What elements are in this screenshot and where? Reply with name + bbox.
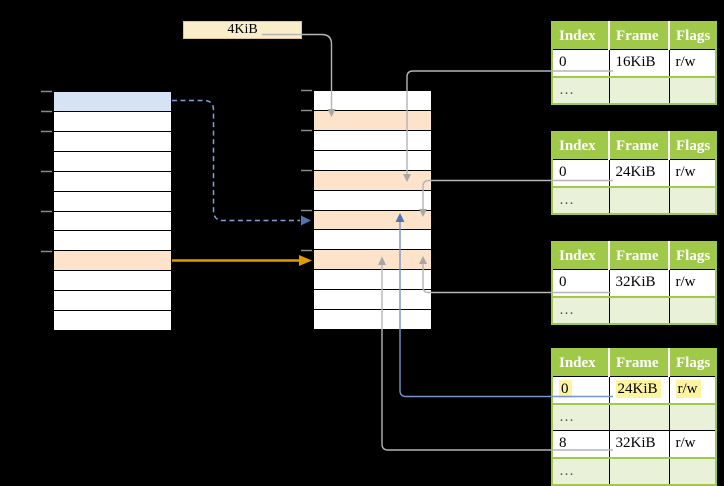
page-table-32kib: Index Frame Flags 0 32KiB r/w … — [551, 241, 717, 325]
memory-row — [54, 92, 171, 112]
cell-index: 0 — [552, 159, 609, 187]
memory-row — [54, 291, 171, 312]
cell-frame — [608, 185, 669, 214]
table-row-ellipsis: … — [552, 75, 716, 104]
cell-index: … — [552, 295, 609, 324]
col-header-index: Index — [552, 242, 609, 270]
highlighted-value: 0 — [559, 380, 572, 399]
memory-row — [314, 250, 431, 271]
memory-row — [314, 170, 431, 191]
cell-index: 0 — [552, 376, 609, 404]
col-header-index: Index — [552, 132, 609, 160]
col-header-flags: Flags — [668, 242, 716, 270]
cell-frame — [608, 402, 669, 431]
col-header-frame: Frame — [608, 242, 669, 270]
table-row: 0 16KiB r/w — [552, 49, 716, 77]
virtual-page0-translation-arrow — [172, 99, 300, 222]
level2-page-table: Index Frame Flags 0 24KiB r/w … 8 32KiB … — [551, 348, 717, 486]
memory-row — [314, 110, 431, 131]
virtual-page0-arrowhead — [301, 215, 311, 226]
highlighted-value: r/w — [675, 380, 701, 399]
virtual-memory-ticks — [41, 90, 52, 253]
cell-index: … — [552, 75, 609, 104]
cell-frame — [608, 295, 669, 324]
page-table-16kib: Index Frame Flags 0 16KiB r/w … — [551, 21, 717, 105]
physical-memory-table — [313, 90, 432, 330]
table-row-ellipsis: … — [552, 185, 716, 214]
col-header-frame: Frame — [608, 22, 669, 50]
cell-flags — [668, 185, 716, 214]
cell-index: 0 — [552, 49, 609, 77]
memory-row — [314, 151, 431, 171]
cell-frame: 32KiB — [608, 269, 669, 297]
memory-row — [314, 270, 431, 291]
table-header-row: Index Frame Flags — [552, 132, 716, 160]
col-header-index: Index — [552, 22, 609, 50]
table-header-row: Index Frame Flags — [552, 242, 716, 270]
cell-flags: r/w — [668, 49, 716, 77]
virtual-page8-arrowhead — [299, 255, 312, 266]
cell-frame — [608, 75, 669, 104]
col-header-index: Index — [552, 349, 609, 377]
table-header-row: Index Frame Flags — [552, 349, 716, 377]
memory-row — [54, 112, 171, 132]
col-header-flags: Flags — [668, 349, 716, 377]
cell-index: 0 — [552, 269, 609, 297]
table-row-highlighted: 0 24KiB r/w — [552, 376, 716, 404]
cell-flags — [668, 75, 716, 104]
cell-index: … — [552, 402, 609, 431]
cell-frame: 24KiB — [608, 376, 669, 404]
virtual-memory-table — [53, 91, 172, 331]
memory-row — [54, 132, 171, 152]
table-header-row: Index Frame Flags — [552, 22, 716, 50]
table-row-ellipsis: … — [552, 295, 716, 324]
root-table-address-box: 4KiB — [183, 21, 302, 39]
table-row: 8 32KiB r/w — [552, 430, 716, 458]
memory-row — [314, 310, 431, 329]
cell-flags: r/w — [668, 376, 716, 404]
memory-row — [314, 91, 431, 111]
memory-row — [54, 172, 171, 192]
physical-memory-ticks — [301, 89, 312, 252]
cell-index: … — [552, 456, 609, 485]
table-row: 0 24KiB r/w — [552, 159, 716, 187]
root-table-address-label: 4KiB — [227, 22, 258, 37]
memory-row — [314, 230, 431, 251]
cell-index: 8 — [552, 430, 609, 458]
memory-row — [314, 210, 431, 231]
col-header-frame: Frame — [608, 132, 669, 160]
memory-row — [314, 131, 431, 151]
memory-row — [54, 251, 171, 272]
cell-frame: 32KiB — [608, 430, 669, 458]
table-row-ellipsis: … — [552, 402, 716, 431]
memory-row — [54, 192, 171, 212]
memory-row — [54, 231, 171, 252]
cell-flags — [668, 456, 716, 485]
cell-index: … — [552, 185, 609, 214]
col-header-flags: Flags — [668, 132, 716, 160]
cell-flags — [668, 402, 716, 431]
cell-flags: r/w — [668, 269, 716, 297]
cell-flags: r/w — [668, 430, 716, 458]
memory-row — [54, 271, 171, 292]
cell-flags — [668, 295, 716, 324]
page-table-24kib: Index Frame Flags 0 24KiB r/w … — [551, 131, 717, 215]
cell-frame: 16KiB — [608, 49, 669, 77]
col-header-flags: Flags — [668, 22, 716, 50]
col-header-frame: Frame — [608, 349, 669, 377]
memory-row — [54, 311, 171, 330]
memory-row — [54, 212, 171, 232]
cell-frame — [608, 456, 669, 485]
memory-row — [314, 191, 431, 211]
cell-frame: 24KiB — [608, 159, 669, 187]
highlighted-value: 24KiB — [615, 380, 661, 399]
table-row: 0 32KiB r/w — [552, 269, 716, 297]
memory-row — [54, 152, 171, 172]
cell-flags: r/w — [668, 159, 716, 187]
memory-row — [314, 290, 431, 311]
table-row-ellipsis: … — [552, 456, 716, 485]
